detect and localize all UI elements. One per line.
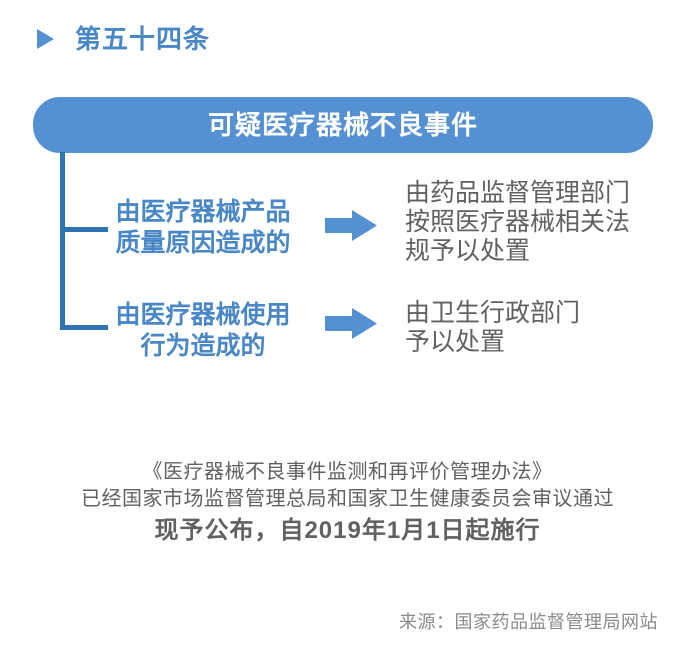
footer-line2: 已经国家市场监督管理总局和国家卫生健康委员会审议通过 bbox=[81, 488, 614, 510]
branch1-result-line2: 按照医疗器械相关法 bbox=[405, 208, 631, 236]
branch1-condition-label: 由医疗器械产品 质量原因造成的 bbox=[108, 197, 298, 259]
connector-branch2-line bbox=[60, 325, 108, 330]
play-triangle-icon bbox=[37, 29, 54, 49]
footer-line1: 《医疗器械不良事件监测和再评价管理办法》 bbox=[142, 461, 553, 483]
footer-line3: 现予公布，自2019年1月1日起施行 bbox=[154, 517, 541, 544]
branch2-result-line1: 由卫生行政部门 bbox=[405, 299, 581, 327]
branch1-result-line1: 由药品监督管理部门 bbox=[405, 179, 631, 207]
article-title-row: 第五十四条 bbox=[37, 24, 210, 54]
flowchart-header-bar: 可疑医疗器械不良事件 bbox=[33, 97, 653, 153]
footer-announcement: 《医疗器械不良事件监测和再评价管理办法》 已经国家市场监督管理总局和国家卫生健康… bbox=[0, 459, 695, 547]
connector-branch1-line bbox=[60, 227, 108, 232]
branch2-result-line2: 予以处置 bbox=[405, 328, 506, 356]
flowchart-header-label: 可疑医疗器械不良事件 bbox=[207, 110, 478, 140]
branch2-condition-label: 由医疗器械使用 行为造成的 bbox=[108, 300, 298, 362]
branch2-condition-line1: 由医疗器械使用 bbox=[115, 301, 291, 329]
block-arrow-right-icon bbox=[325, 210, 377, 241]
branch2-condition-line2: 行为造成的 bbox=[140, 332, 266, 360]
branch1-result-line3: 规予以处置 bbox=[405, 237, 531, 265]
block-arrow-right-icon bbox=[325, 308, 377, 339]
connector-vertical-line bbox=[60, 152, 65, 330]
article-title: 第五十四条 bbox=[75, 24, 211, 54]
branch1-condition-line2: 质量原因造成的 bbox=[115, 229, 291, 257]
source-attribution: 来源：国家药品监督管理局网站 bbox=[399, 612, 658, 632]
branch1-condition-line1: 由医疗器械产品 bbox=[115, 198, 291, 226]
branch1-result-text: 由药品监督管理部门 按照医疗器械相关法 规予以处置 bbox=[405, 179, 630, 266]
branch2-result-text: 由卫生行政部门 予以处置 bbox=[405, 299, 580, 357]
